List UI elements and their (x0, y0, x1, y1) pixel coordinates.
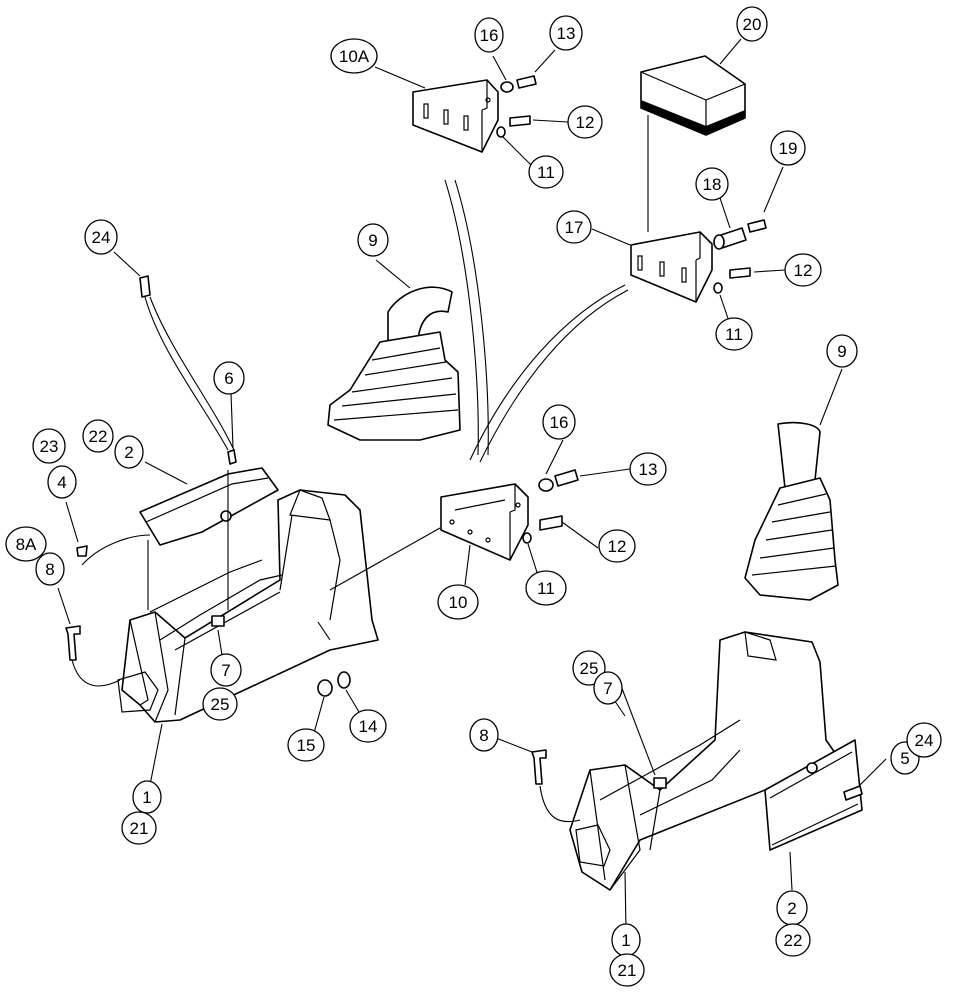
callout-label: 19 (779, 139, 798, 158)
callout-16: 16 (474, 17, 504, 53)
callout-25: 25 (202, 687, 238, 721)
callout-11: 11 (715, 317, 753, 351)
callout-7: 7 (210, 653, 242, 687)
bracket-10a-drawing (412, 79, 499, 153)
fasteners-left (65, 275, 351, 697)
callout-15: 15 (287, 728, 325, 762)
callout-label: 22 (89, 427, 108, 446)
callout-label: 16 (550, 413, 569, 432)
callout-label: 9 (837, 342, 846, 361)
callout-7: 7 (593, 671, 623, 705)
callout-label: 12 (576, 113, 595, 132)
fasteners-17 (713, 219, 767, 294)
callout-12: 12 (784, 253, 822, 287)
bracket-10-drawing (440, 483, 529, 561)
callout-label: 7 (221, 661, 230, 680)
callout-2: 2 (776, 890, 808, 926)
callout-9: 9 (826, 334, 858, 368)
callout-label: 25 (580, 659, 599, 678)
callout-16: 16 (542, 404, 576, 440)
callout-label: 23 (40, 437, 59, 456)
callout-label: 7 (603, 679, 612, 698)
box-20-drawing (640, 55, 746, 136)
callout-14: 14 (349, 709, 387, 743)
callout-label: 11 (537, 163, 555, 182)
cover-left-drawing (139, 467, 279, 546)
callout-12: 12 (567, 105, 603, 139)
callout-8: 8 (35, 552, 65, 586)
callout-label: 4 (57, 473, 66, 492)
callout-label: 2 (787, 899, 796, 918)
callout-label: 25 (211, 695, 230, 714)
callout-4: 4 (47, 465, 77, 499)
callout-label: 22 (784, 931, 803, 950)
callout-label: 21 (618, 961, 637, 980)
callout-8a: 8A (5, 526, 47, 562)
callout-22: 22 (82, 419, 114, 453)
callouts: 10A 16 13 12 11 20 19 18 (5, 6, 942, 987)
callout-label: 10A (339, 47, 370, 66)
callout-19: 19 (770, 130, 806, 166)
callout-label: 5 (900, 749, 909, 768)
callout-label: 11 (537, 579, 555, 598)
callout-label: 17 (565, 218, 584, 237)
callout-2: 2 (114, 435, 144, 469)
bracket-17-drawing (630, 231, 713, 303)
callout-label: 20 (743, 15, 762, 34)
callout-label: 24 (915, 731, 934, 750)
callout-label: 18 (703, 175, 722, 194)
callout-label: 24 (92, 228, 111, 247)
leader-lines (57, 38, 887, 931)
callout-23: 23 (32, 428, 66, 464)
callout-label: 12 (794, 261, 813, 280)
callout-20: 20 (736, 6, 768, 42)
callout-label: 12 (608, 537, 627, 556)
callout-label: 8 (45, 560, 54, 579)
callout-label: 8 (479, 726, 488, 745)
callout-21: 21 (121, 811, 157, 845)
callout-24: 24 (84, 219, 118, 255)
fasteners-10 (522, 469, 579, 544)
callout-label: 11 (725, 325, 743, 344)
callout-label: 14 (359, 717, 378, 736)
callout-label: 15 (297, 736, 316, 755)
callout-label: 1 (621, 931, 630, 950)
callout-9: 9 (357, 223, 389, 257)
callout-8: 8 (469, 718, 499, 752)
callout-label: 1 (142, 788, 151, 807)
boot-9-right-drawing (744, 421, 839, 601)
callout-22: 22 (775, 923, 811, 957)
fasteners-10a (496, 75, 537, 138)
fasteners-right (531, 749, 863, 801)
callout-13: 13 (549, 15, 583, 51)
callout-label: 16 (480, 26, 499, 45)
callout-10a: 10A (330, 38, 378, 74)
callout-label: 2 (124, 443, 133, 462)
callout-label: 13 (639, 460, 658, 479)
callout-1: 1 (611, 923, 641, 957)
callout-label: 21 (130, 819, 149, 838)
callout-11: 11 (528, 155, 564, 189)
cover-right-drawing (764, 739, 863, 851)
callout-label: 10 (449, 593, 468, 612)
callout-17: 17 (556, 210, 592, 244)
callout-25: 25 (572, 650, 606, 686)
callout-12: 12 (598, 529, 636, 563)
callout-24: 24 (906, 722, 942, 758)
callout-1: 1 (132, 780, 162, 814)
callout-21: 21 (609, 953, 645, 987)
callout-6: 6 (213, 361, 245, 395)
callout-13: 13 (629, 452, 667, 486)
callout-label: 9 (368, 231, 377, 250)
console-left-drawing (117, 489, 379, 723)
callout-18: 18 (695, 167, 729, 201)
callout-label: 6 (224, 369, 233, 388)
console-right-drawing (569, 631, 841, 891)
callout-label: 13 (557, 24, 576, 43)
callout-11: 11 (525, 570, 567, 606)
callout-label: 8A (16, 535, 37, 554)
boot-9-left-drawing (327, 286, 461, 441)
callout-10: 10 (437, 584, 479, 620)
